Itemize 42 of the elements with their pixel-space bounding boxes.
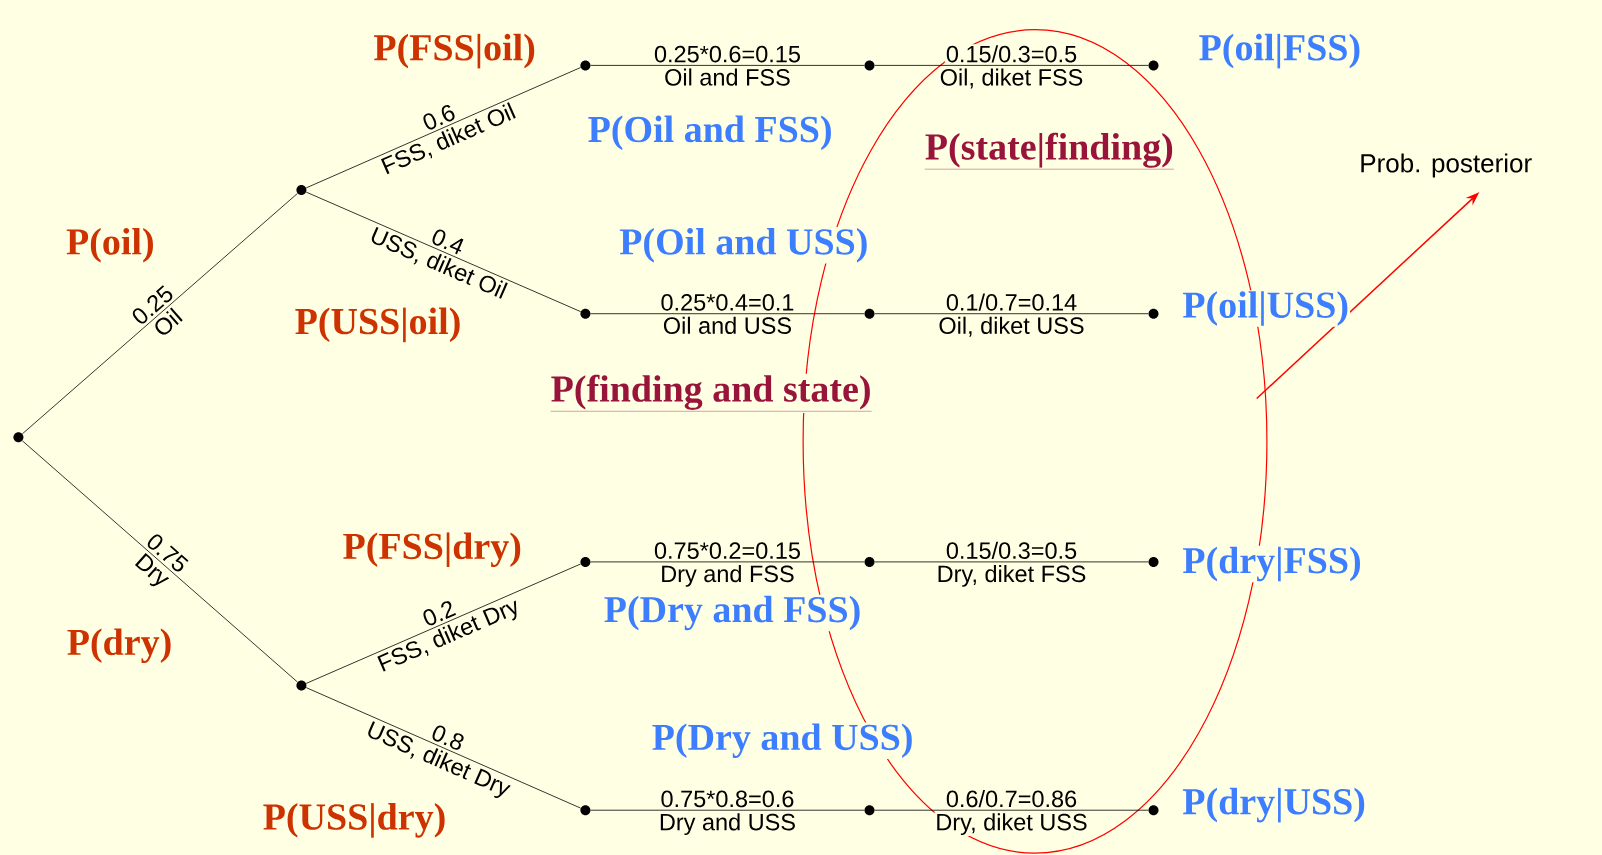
probability-label: P(dry|USS) (1181, 786, 1367, 824)
branch-line (21, 193, 298, 435)
probability-label: P(oil|FSS) (1197, 32, 1363, 70)
edge-label: 0.1/0.7=0.14 (944, 292, 1079, 312)
probability-label: P(FSS|oil) (372, 32, 537, 70)
probability-label: P(dry|FSS) (1181, 545, 1363, 583)
probability-label: P(FSS|dry) (341, 531, 523, 568)
branch-line (590, 313, 865, 315)
probability-label: P(oil|USS) (1181, 290, 1351, 327)
branch-caption: Dry, diket FSS (935, 563, 1088, 588)
probability-label: P(dry) (65, 627, 174, 664)
branch-line (874, 561, 1149, 563)
probability-label: P(Oil and FSS) (586, 114, 834, 151)
edge-label: 0.75*0.2=0.15 (652, 541, 802, 560)
branch-line (590, 561, 865, 563)
branch-line (874, 64, 1149, 66)
branch-line (590, 809, 865, 811)
edge-label: 0.15/0.3=0.5 (944, 44, 1079, 64)
branch-caption: Dry, diket USS (934, 812, 1089, 837)
branch-caption: Oil and FSS (663, 67, 792, 87)
probability-label: P(state|finding) (923, 131, 1175, 171)
branch-caption: Dry and FSS (659, 563, 796, 588)
branch-line (305, 191, 582, 312)
branch-caption: Oil, diket FSS (938, 67, 1085, 90)
probability-label: P(Oil and USS) (618, 226, 870, 264)
branch-line (874, 313, 1149, 315)
branch-line (590, 64, 865, 66)
probability-label: P(USS|oil) (293, 306, 463, 344)
probability-label: P(finding and state) (549, 373, 873, 413)
branch-caption: Dry and USS (657, 812, 798, 837)
probability-label: P(Dry and FSS) (602, 594, 863, 632)
probability-label: P(oil) (65, 226, 156, 264)
branch-line (305, 687, 582, 809)
branch-line (874, 809, 1149, 811)
probability-label: P(USS|dry) (261, 802, 448, 839)
caption-text: Prob. posterior (1358, 152, 1534, 179)
branch-line (305, 67, 582, 189)
branch-caption: Oil, diket USS (937, 315, 1086, 338)
branch-line (305, 563, 582, 684)
probability-label: P(Dry and USS) (650, 722, 915, 759)
edge-label: 0.25*0.4=0.1 (659, 293, 796, 312)
branch-line (21, 440, 298, 683)
